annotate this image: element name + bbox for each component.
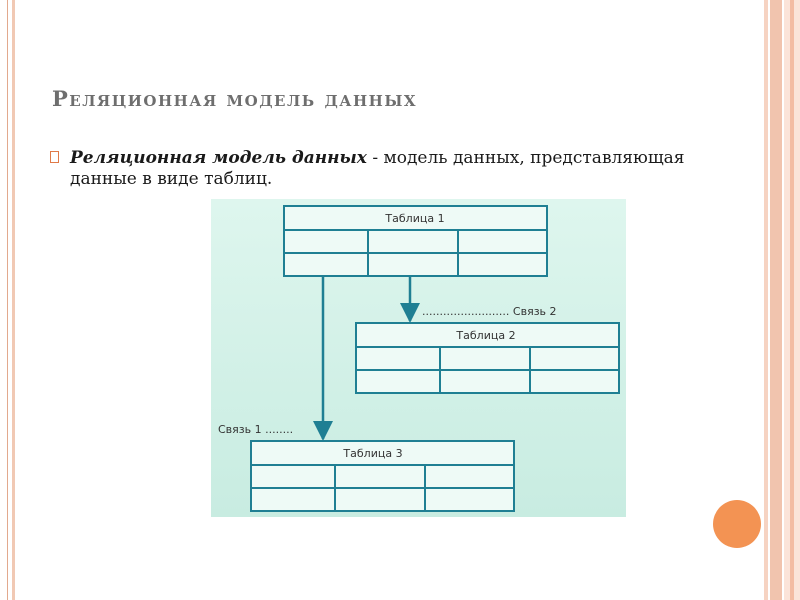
- table-1: [283, 205, 548, 277]
- table-3: [250, 440, 515, 512]
- table-2-frame: [355, 322, 620, 394]
- link-1-label: Связь 1 ........: [218, 423, 293, 436]
- table-2: [355, 322, 620, 394]
- left-border: [0, 0, 8, 600]
- relational-diagram: Таблица 1 Таблица 2 Таблица 3 Связь 1 ..…: [211, 199, 626, 517]
- table-3-label: Таблица 3: [342, 447, 402, 460]
- slide-title: Реляционная модель данных: [52, 86, 418, 111]
- right-border-stripe: [764, 0, 768, 600]
- table-1-label: Таблица 1: [384, 212, 444, 225]
- table-2-label: Таблица 2: [455, 329, 515, 342]
- table-3-frame: [250, 440, 515, 512]
- bullet-text: Реляционная модель данных - модель данны…: [70, 148, 690, 190]
- table-1-frame: [283, 205, 548, 277]
- left-border-stripe: [12, 0, 15, 600]
- decorative-circle: [713, 500, 761, 548]
- bullet-term: Реляционная модель данных: [70, 148, 367, 168]
- right-border-stripe: [770, 0, 782, 600]
- bullet-marker-icon: [50, 151, 59, 163]
- link-2-label: ......................... Связь 2: [422, 305, 557, 318]
- bullet-definition: - модель данных, представляющая данные в…: [70, 148, 685, 189]
- right-border-stripe: [790, 0, 794, 600]
- diagram-svg: Таблица 1 Таблица 2 Таблица 3 Связь 1 ..…: [218, 205, 620, 512]
